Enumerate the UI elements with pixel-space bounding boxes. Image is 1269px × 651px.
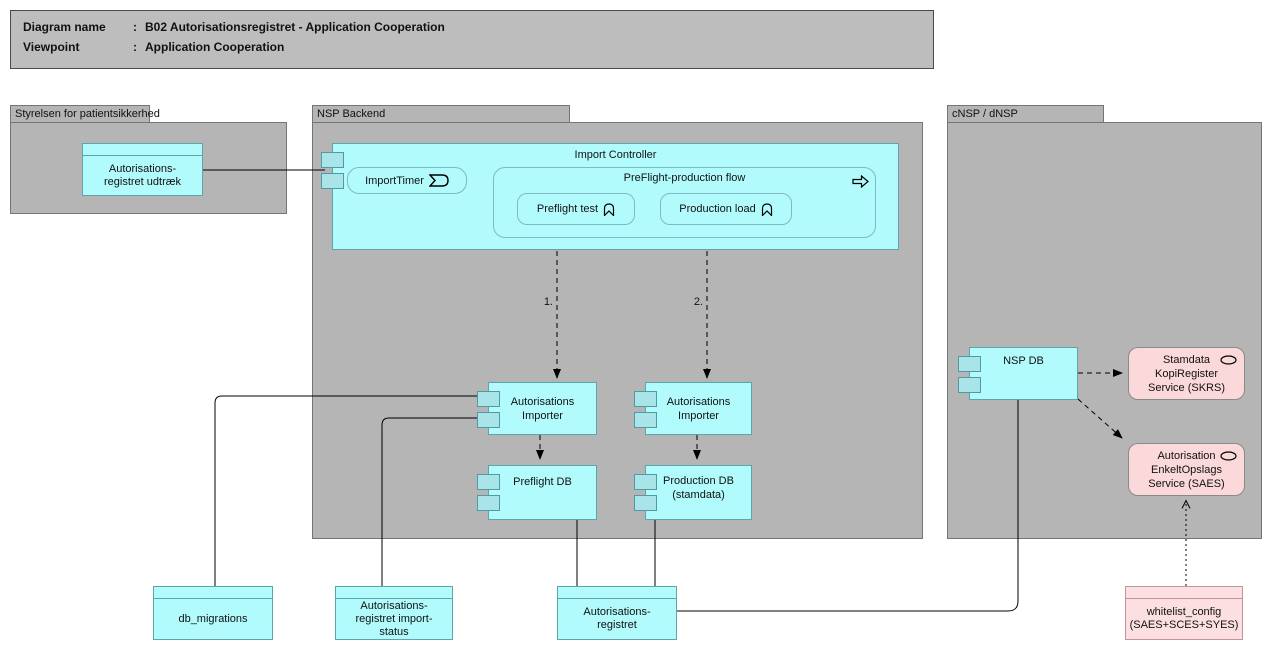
application-service-oval-icon — [1220, 355, 1237, 365]
application-service-oval-icon — [1220, 451, 1237, 461]
node-nsp-db[interactable]: NSP DB — [958, 347, 1078, 400]
diagram-name-value: B02 Autorisationsregistret - Application… — [145, 20, 445, 34]
preflight-production-flow-label: PreFlight-production flow — [623, 172, 746, 184]
node-whitelist-config[interactable]: whitelist_config (SAES+SCES+SYES) — [1125, 586, 1243, 640]
autregistret-label-line1: Autorisations- — [583, 606, 651, 618]
component-port — [477, 412, 500, 428]
skrs-label-line1: Stamdata — [1162, 353, 1211, 366]
udtraek-label-line2: registret udtræk — [103, 175, 182, 188]
skrs-label-line2: KopiRegister — [1155, 367, 1218, 380]
node-import-controller[interactable]: Import Controller ImportTimer PreFlight-… — [321, 143, 899, 250]
diagram-title-block: Diagram name : B02 Autorisationsregistre… — [10, 10, 934, 69]
component-port — [321, 173, 344, 189]
import-status-label-line3: status — [379, 625, 409, 638]
edge-step-label-2: 2. — [693, 296, 703, 308]
production-db-label-line2: (stamdata) — [672, 489, 725, 502]
component-port — [634, 495, 657, 511]
production-load-label: Production load — [679, 203, 756, 215]
node-db-migrations[interactable]: db_migrations — [153, 586, 273, 640]
node-preflight-production-flow[interactable]: PreFlight-production flow Preflight test… — [493, 167, 876, 238]
import-status-label-line2: registret import- — [355, 612, 433, 625]
diagram-name-label: Diagram name — [23, 20, 106, 34]
application-function-chevron-icon — [603, 202, 615, 216]
viewpoint-value: Application Cooperation — [145, 40, 285, 54]
application-function-chevron-icon — [761, 202, 772, 216]
application-event-icon — [428, 174, 449, 187]
artifact-band — [558, 587, 676, 599]
import-controller-label: Import Controller — [574, 149, 657, 161]
node-autorisationsregistret-udtraek[interactable]: Autorisations- registret udtræk — [82, 143, 203, 196]
saes-label-line2: EnkeltOpslags — [1151, 463, 1222, 476]
saes-label-line1: Autorisation — [1157, 449, 1216, 462]
viewpoint-row: Viewpoint : Application Cooperation — [23, 37, 921, 57]
component-port — [477, 391, 500, 407]
group-label-styrelsen: Styrelsen for patientsikkerhed — [15, 108, 160, 120]
component-port — [634, 412, 657, 428]
import-status-label-line1: Autorisations- — [360, 599, 428, 612]
node-autorisationsregistret[interactable]: Autorisations- registret — [557, 586, 677, 640]
node-autorisation-enkeltopslags-service-saes[interactable]: Autorisation EnkeltOpslags Service (SAES… — [1128, 443, 1245, 496]
artifact-band — [336, 587, 452, 599]
node-production-load[interactable]: Production load — [660, 193, 792, 225]
group-label-cnsp-dnsp: cNSP / dNSP — [952, 108, 1018, 120]
node-autorisationsregistret-import-status[interactable]: Autorisations- registret import- status — [335, 586, 453, 640]
application-process-arrow-icon — [852, 175, 869, 188]
node-production-db[interactable]: Production DB (stamdata) — [634, 465, 752, 520]
group-tab-nsp-backend[interactable]: NSP Backend — [312, 105, 570, 124]
preflight-db-label: Preflight DB — [513, 475, 572, 488]
component-port — [958, 377, 981, 393]
edge-step-label-1: 1. — [543, 296, 553, 308]
component-port — [634, 474, 657, 490]
component-port — [958, 356, 981, 372]
skrs-label-line3: Service (SKRS) — [1147, 381, 1226, 394]
db-migrations-label: db_migrations — [178, 612, 248, 625]
node-autorisations-importer-preflight[interactable]: Autorisations Importer — [477, 382, 597, 435]
node-preflight-db[interactable]: Preflight DB — [477, 465, 597, 520]
udtraek-label-line1: Autorisations- — [108, 162, 177, 175]
node-preflight-test[interactable]: Preflight test — [517, 193, 635, 225]
nsp-db-label: NSP DB — [1003, 355, 1044, 367]
import-timer-label: ImportTimer — [365, 174, 424, 187]
viewpoint-label: Viewpoint — [23, 40, 80, 54]
importer-label-line2: Importer — [678, 409, 719, 422]
preflight-test-label: Preflight test — [536, 203, 599, 215]
group-tab-styrelsen[interactable]: Styrelsen for patientsikkerhed — [10, 105, 160, 124]
importer-label-line1: Autorisations — [510, 395, 575, 408]
artifact-band — [83, 144, 202, 156]
component-port — [477, 495, 500, 511]
node-stamdata-kopiregister-service-skrs[interactable]: Stamdata KopiRegister Service (SKRS) — [1128, 347, 1245, 400]
whitelist-config-label-line1: whitelist_config — [1146, 606, 1222, 618]
node-autorisations-importer-production[interactable]: Autorisations Importer — [634, 382, 752, 435]
production-db-label-line1: Production DB — [663, 475, 734, 488]
artifact-band — [1126, 587, 1242, 599]
component-port — [477, 474, 500, 490]
component-port — [634, 391, 657, 407]
diagram-name-colon: : — [133, 20, 137, 34]
autregistret-label-line2: registret — [597, 619, 637, 631]
viewpoint-colon: : — [133, 40, 137, 54]
saes-label-line3: Service (SAES) — [1148, 477, 1225, 490]
importer-label-line1: Autorisations — [666, 395, 731, 408]
whitelist-config-label-line2: (SAES+SCES+SYES) — [1129, 619, 1239, 631]
node-import-timer[interactable]: ImportTimer — [347, 167, 467, 194]
diagram-name-row: Diagram name : B02 Autorisationsregistre… — [23, 17, 921, 37]
artifact-band — [154, 587, 272, 599]
importer-label-line2: Importer — [522, 409, 563, 422]
component-port — [321, 152, 344, 168]
group-label-nsp-backend: NSP Backend — [317, 108, 386, 120]
